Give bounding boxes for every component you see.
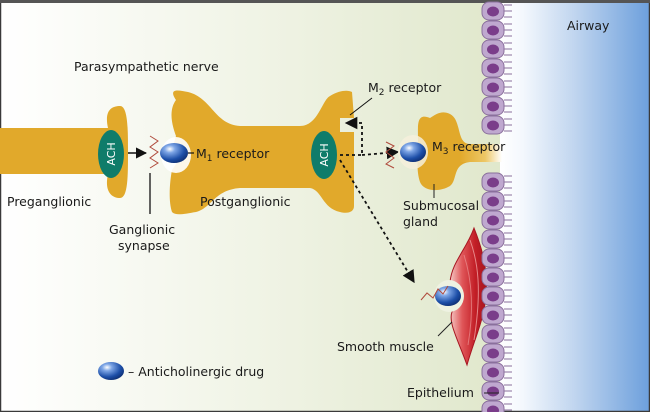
top-border xyxy=(0,0,650,3)
ach-zigzag-m3 xyxy=(385,141,395,169)
airway-lumen xyxy=(500,0,650,412)
cell-nucleus xyxy=(487,196,499,207)
epithelial-cell xyxy=(481,96,512,116)
cell-nucleus xyxy=(487,386,499,397)
ach-label-post: ACH xyxy=(318,143,331,166)
ach-zigzag-muscle xyxy=(420,285,449,301)
legend: – Anticholinergic drug xyxy=(98,362,264,380)
m2-pointer xyxy=(349,97,373,116)
epithelial-cell xyxy=(481,20,512,40)
epithelial-cell xyxy=(481,381,512,401)
m2-receptor-label: M2 receptor xyxy=(368,80,442,98)
legend-drug-icon xyxy=(98,362,124,380)
epithelial-cell xyxy=(481,286,512,306)
airway-label: Airway xyxy=(567,18,610,33)
epithelial-cell xyxy=(481,267,512,287)
preganglionic-label: Preganglionic xyxy=(7,194,91,209)
epithelial-cell xyxy=(481,115,512,135)
cell-nucleus xyxy=(487,6,499,17)
cell-nucleus xyxy=(487,25,499,36)
ach-label-pre: ACH xyxy=(105,142,118,165)
epithelial-cell xyxy=(481,343,512,363)
cell-nucleus xyxy=(487,101,499,112)
submucosal-gland-label-line2: gland xyxy=(403,214,438,229)
epithelium xyxy=(481,1,512,412)
submucosal-gland-label-line1: Submucosal xyxy=(403,198,479,213)
anticholinergic-drug-smooth-muscle xyxy=(435,286,461,306)
cell-nucleus xyxy=(487,63,499,74)
m1-receptor-label: M1 receptor xyxy=(196,146,270,164)
anticholinergic-drug-m1 xyxy=(160,143,188,163)
cell-nucleus xyxy=(487,405,499,412)
epithelium-label: Epithelium xyxy=(407,385,474,400)
cell-nucleus xyxy=(487,253,499,264)
submucosal-gland xyxy=(398,112,502,191)
epithelial-cell xyxy=(481,305,512,325)
epithelial-cell xyxy=(481,229,512,249)
epithelial-cell xyxy=(481,172,512,192)
epithelial-cell xyxy=(481,191,512,211)
legend-drug-label: – Anticholinergic drug xyxy=(128,364,264,379)
ganglionic-synapse-label-line2: synapse xyxy=(118,238,170,253)
preganglionic-nerve: ACH xyxy=(0,106,128,198)
cell-nucleus xyxy=(487,310,499,321)
epithelial-cell xyxy=(481,324,512,344)
cell-nucleus xyxy=(487,177,499,188)
m2-feedback-arrow xyxy=(340,116,363,156)
cell-nucleus xyxy=(487,367,499,378)
epithelial-cell xyxy=(481,400,512,412)
epithelial-cell xyxy=(481,77,512,97)
ach-vesicle-post xyxy=(311,131,337,179)
cell-nucleus xyxy=(487,329,499,340)
cell-nucleus xyxy=(487,215,499,226)
m3-duct xyxy=(460,144,502,162)
ach-zigzag-ganglion xyxy=(149,135,159,169)
ach-vesicle-pre xyxy=(98,130,124,178)
epithelial-cell xyxy=(481,248,512,268)
smooth-muscle-label: Smooth muscle xyxy=(337,339,434,354)
epithelial-cell xyxy=(481,210,512,230)
cell-nucleus xyxy=(487,44,499,55)
m3-release-arrow xyxy=(361,146,400,160)
m3-receptor-label: M3 receptor xyxy=(432,139,506,157)
cell-nucleus xyxy=(487,291,499,302)
epithelial-cell xyxy=(481,1,512,21)
epithelial-cell xyxy=(481,362,512,382)
cell-nucleus xyxy=(487,272,499,283)
anticholinergic-drug-m3 xyxy=(400,142,426,162)
epithelial-cell xyxy=(481,58,512,78)
smooth-muscle-pointer xyxy=(437,321,453,337)
postganglionic-label: Postganglionic xyxy=(200,194,291,209)
epithelial-cell xyxy=(481,39,512,59)
cell-nucleus xyxy=(487,82,499,93)
cell-nucleus xyxy=(487,234,499,245)
cell-nucleus xyxy=(487,348,499,359)
ganglionic-synapse-label-line1: Ganglionic xyxy=(109,222,175,237)
parasympathetic-nerve-label: Parasympathetic nerve xyxy=(74,59,219,74)
cell-nucleus xyxy=(487,120,499,131)
